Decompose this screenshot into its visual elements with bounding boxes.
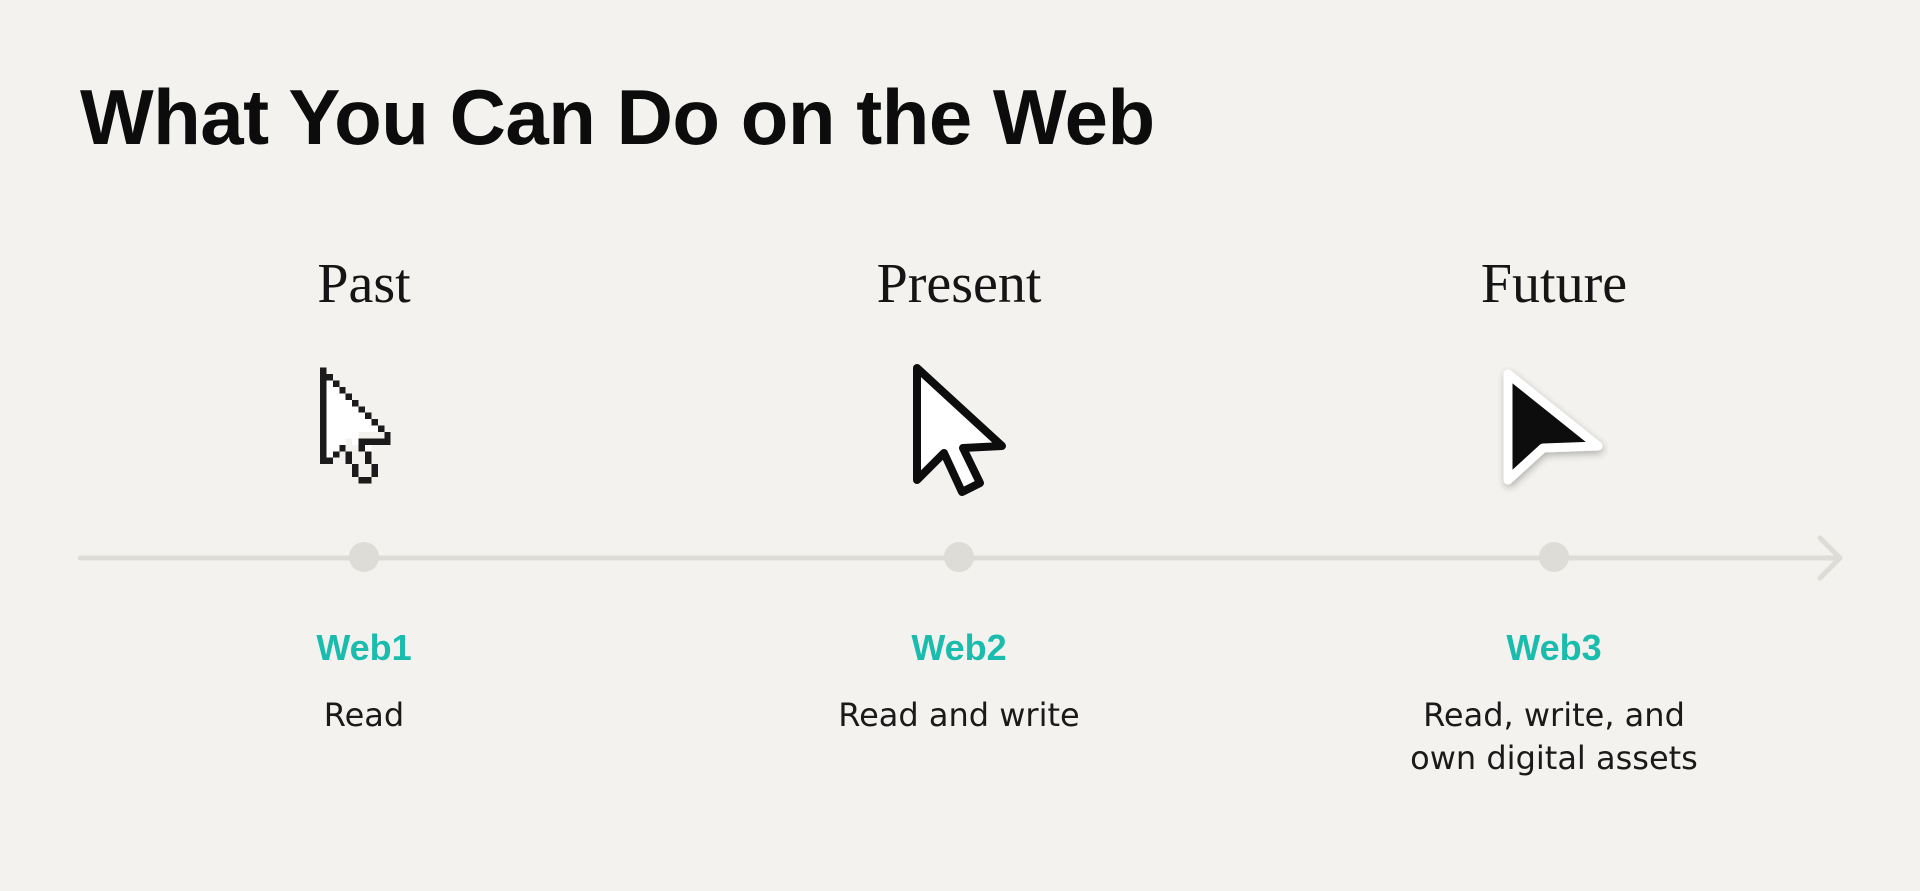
page-title: What You Can Do on the Web [80, 73, 1155, 161]
web-description-web3-line-2: own digital assets [1410, 739, 1698, 777]
timeline-arrowhead-icon [1817, 535, 1843, 581]
timeline-dot-web3 [1539, 542, 1569, 572]
era-label-past: Past [317, 253, 411, 315]
solid-arrow-cursor-icon [1503, 369, 1603, 485]
web-name-web1: Web1 [316, 627, 412, 668]
web-description-web1: Read [323, 696, 405, 734]
web-description-web3-line-1: Read, write, and [1423, 696, 1685, 734]
era-label-present: Present [876, 253, 1042, 315]
pixel-arrow-cursor-icon [320, 367, 391, 484]
web-name-web2: Web2 [911, 627, 1007, 668]
web-name-web3: Web3 [1506, 627, 1602, 668]
web-description-web2: Read and write [838, 696, 1080, 734]
era-label-future: Future [1480, 253, 1628, 315]
web-description-web3: Read, write, and own digital assets [1374, 694, 1734, 780]
timeline-dot-web2 [944, 542, 974, 572]
outlined-arrow-cursor-icon [913, 364, 1006, 496]
timeline-dot-web1 [349, 542, 379, 572]
